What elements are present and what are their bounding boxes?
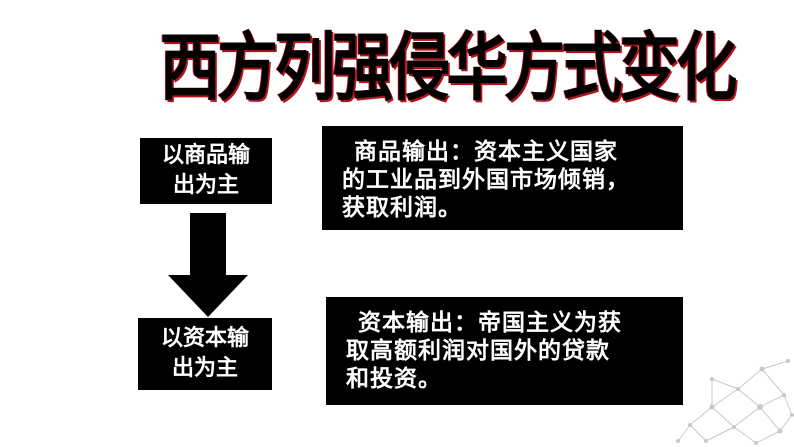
network-dots-icon xyxy=(676,359,794,445)
stage1-desc-line1: 商品输出：资本主义国家 xyxy=(354,139,618,165)
stage2-desc-line2: 取高额利润对国外的贷款 xyxy=(346,338,610,364)
slide-title: 西方列强侵华方式变化 xyxy=(160,25,737,111)
stage1-label-line2: 出为主 xyxy=(172,173,239,198)
stage2-description-box: 资本输出：帝国主义为获 取高额利润对国外的贷款 和投资。 xyxy=(326,297,683,405)
stage1-label-box: 以商品输 出为主 xyxy=(140,138,272,204)
stage2-label-box: 以资本输 出为主 xyxy=(138,318,272,390)
stage1-desc-line2: 的工业品到外国市场倾销， xyxy=(342,167,630,193)
stage2-label-line1: 以资本输 xyxy=(160,326,249,351)
down-arrow-icon xyxy=(168,213,248,317)
stage1-label-line1: 以商品输 xyxy=(161,143,250,168)
stage2-label-line2: 出为主 xyxy=(171,356,238,381)
stage2-desc-line1: 资本输出：帝国主义为获 xyxy=(358,310,622,336)
stage1-description-box: 商品输出：资本主义国家 的工业品到外国市场倾销， 获取利润。 xyxy=(322,126,683,230)
stage1-desc-line3: 获取利润。 xyxy=(342,195,462,221)
stage2-desc-line3: 和投资。 xyxy=(346,366,442,392)
